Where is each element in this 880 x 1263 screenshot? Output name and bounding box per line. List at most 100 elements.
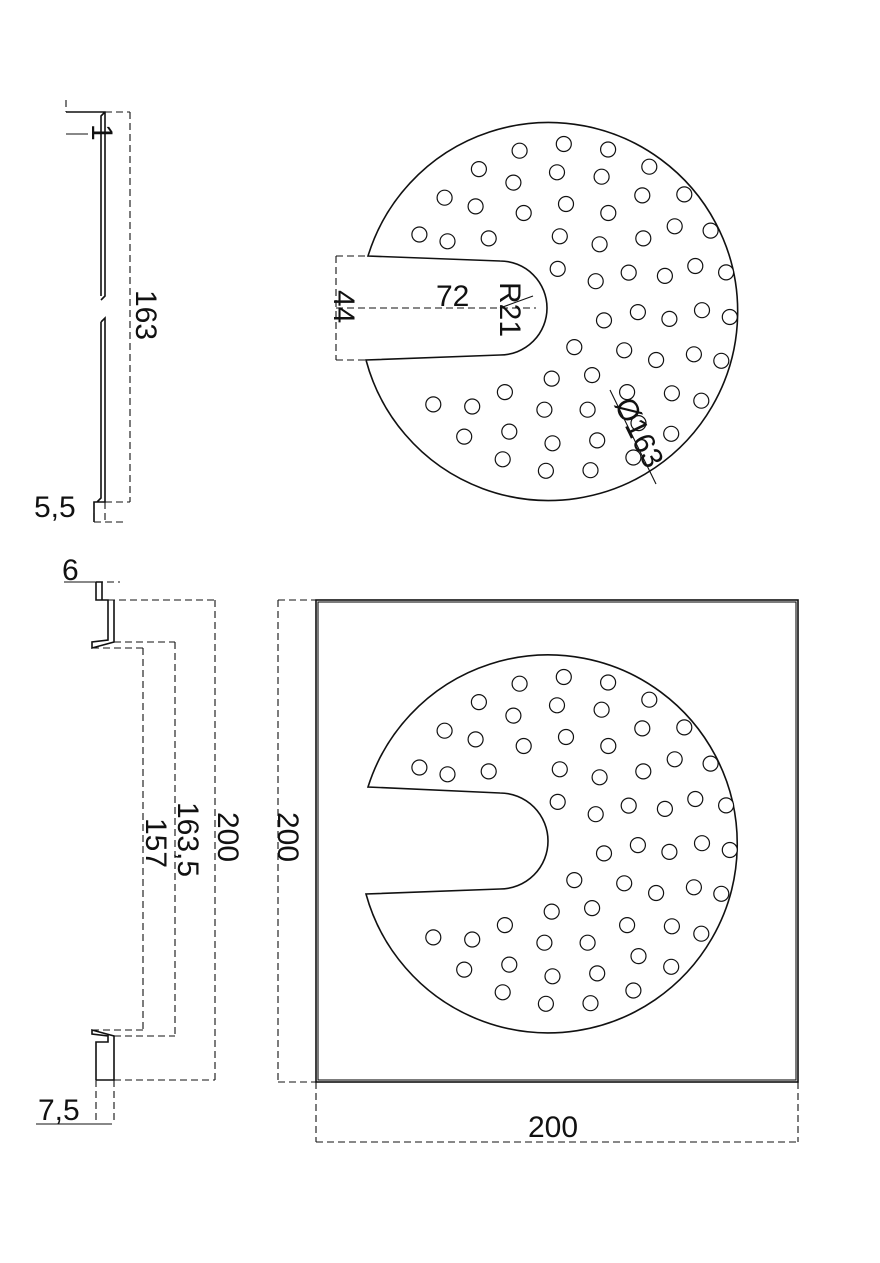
perforation-hole bbox=[537, 462, 555, 479]
perforation-hole bbox=[656, 267, 674, 284]
perforation-hole bbox=[425, 929, 442, 946]
dim-opening-height: 157 bbox=[139, 818, 172, 868]
perforation-hole bbox=[505, 707, 522, 724]
perforation-hole bbox=[543, 370, 560, 387]
perforation-hole bbox=[551, 228, 568, 245]
perforation-hole bbox=[702, 755, 719, 772]
perforation-hole bbox=[551, 761, 568, 778]
side-view-disc: 1 163 5,5 bbox=[34, 100, 162, 524]
perforation-hole bbox=[557, 195, 575, 213]
perforation-hole bbox=[595, 845, 613, 862]
perforation-hole bbox=[511, 675, 528, 692]
perforation-hole bbox=[635, 230, 652, 247]
perforation-hole bbox=[536, 934, 553, 951]
perforation-hole bbox=[618, 916, 636, 934]
perforation-hole bbox=[661, 843, 678, 861]
perforation-hole bbox=[566, 339, 583, 356]
perforation-hole bbox=[620, 264, 637, 281]
perforation-hole bbox=[629, 304, 647, 321]
perforation-hole bbox=[630, 415, 647, 432]
perforation-hole bbox=[721, 841, 738, 859]
perforation-hole bbox=[647, 351, 665, 369]
perforation-hole bbox=[557, 728, 575, 746]
perforation-hole bbox=[676, 719, 693, 736]
perforation-hole bbox=[470, 693, 487, 711]
perforation-hole bbox=[436, 189, 453, 206]
perforation-hole bbox=[456, 428, 473, 445]
perforation-hole bbox=[436, 722, 453, 739]
perforation-hole bbox=[676, 186, 693, 203]
perforation-hole bbox=[480, 230, 497, 247]
perforation-hole bbox=[589, 432, 606, 449]
perforation-hole bbox=[693, 835, 711, 852]
perforation-hole bbox=[496, 916, 513, 934]
perforation-hole bbox=[591, 236, 608, 253]
dim-frame-height: 200 bbox=[211, 812, 244, 862]
perforation-hole bbox=[515, 737, 532, 755]
perforation-hole bbox=[536, 401, 553, 418]
perforation-hole bbox=[641, 158, 658, 175]
perforation-hole bbox=[583, 899, 601, 917]
dim-slot-length: 72 bbox=[436, 280, 469, 313]
perforation-hole bbox=[511, 142, 528, 159]
perforation-hole bbox=[467, 198, 484, 215]
perforation-hole bbox=[501, 423, 518, 440]
dim-slot-radius: R21 bbox=[493, 282, 526, 337]
hole-pattern-top bbox=[411, 135, 738, 479]
perforation-hole bbox=[439, 233, 456, 250]
perforation-hole bbox=[470, 161, 487, 178]
perforation-hole bbox=[593, 701, 610, 718]
perforation-hole bbox=[717, 797, 735, 814]
perforation-hole bbox=[663, 385, 681, 402]
perforation-hole bbox=[685, 346, 703, 363]
perforation-hole bbox=[634, 720, 651, 737]
perforation-hole bbox=[629, 836, 647, 854]
perforation-hole bbox=[464, 931, 481, 948]
perforation-hole bbox=[693, 925, 710, 942]
perforation-hole bbox=[693, 302, 711, 319]
perforation-hole bbox=[566, 871, 583, 889]
dim-lip-width: 7,5 bbox=[38, 1094, 80, 1127]
perforation-hole bbox=[467, 731, 484, 748]
perforation-hole bbox=[620, 797, 637, 814]
perforation-hole bbox=[582, 995, 599, 1012]
perforation-hole bbox=[663, 425, 680, 442]
perforation-hole bbox=[496, 384, 513, 401]
perforation-hole bbox=[480, 763, 497, 780]
perforation-hole bbox=[544, 968, 561, 985]
perforation-hole bbox=[494, 984, 511, 1001]
perforation-hole bbox=[595, 312, 613, 329]
hole-pattern-front bbox=[411, 668, 738, 1012]
perforation-hole bbox=[591, 769, 608, 786]
dim-thickness: 1 bbox=[85, 124, 118, 141]
perforation-hole bbox=[425, 396, 442, 413]
perforation-hole bbox=[582, 462, 599, 479]
perforation-hole bbox=[587, 806, 604, 823]
perforation-hole bbox=[630, 947, 647, 965]
perforation-hole bbox=[717, 264, 735, 281]
dim-inner-height: 163,5 bbox=[171, 802, 204, 877]
perforation-hole bbox=[548, 697, 566, 714]
perforation-hole bbox=[494, 451, 511, 468]
perforation-hole bbox=[687, 257, 704, 275]
perforation-hole bbox=[625, 982, 642, 999]
top-view-disc: 44 72 R21 Ø163 bbox=[327, 121, 739, 502]
perforation-hole bbox=[579, 934, 596, 951]
perforation-hole bbox=[456, 961, 473, 978]
perforation-hole bbox=[555, 668, 572, 686]
perforation-hole bbox=[600, 737, 617, 755]
perforation-hole bbox=[505, 174, 522, 191]
perforation-hole bbox=[713, 352, 730, 369]
perforation-hole bbox=[721, 308, 738, 326]
perforation-hole bbox=[411, 226, 428, 243]
perforation-hole bbox=[549, 793, 566, 811]
perforation-hole bbox=[616, 875, 633, 892]
perforation-hole bbox=[702, 222, 719, 239]
perforation-hole bbox=[537, 995, 555, 1012]
perforation-hole bbox=[464, 398, 481, 415]
perforation-hole bbox=[693, 392, 710, 409]
perforation-hole bbox=[544, 435, 561, 452]
perforation-hole bbox=[543, 903, 560, 920]
dim-slot-width: 44 bbox=[327, 290, 360, 323]
